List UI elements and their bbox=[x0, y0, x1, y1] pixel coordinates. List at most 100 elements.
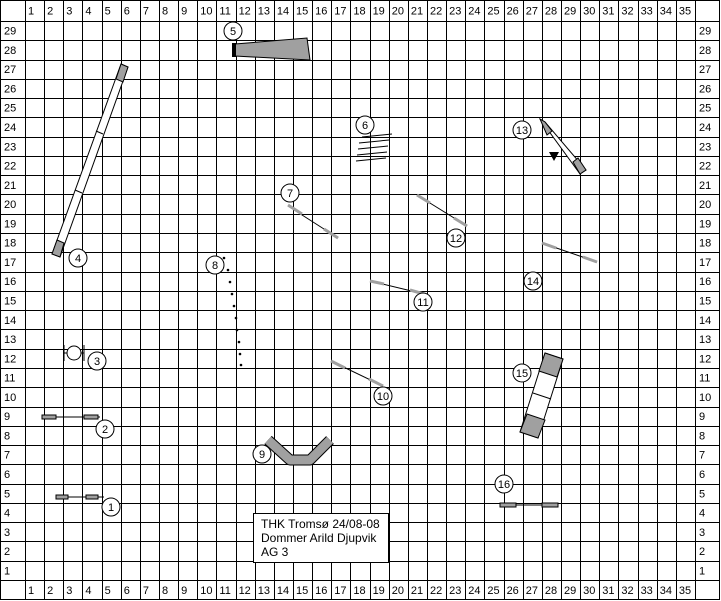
row-label-left: 28 bbox=[4, 45, 16, 57]
column-label-top: 4 bbox=[85, 6, 91, 18]
column-label-top: 25 bbox=[487, 6, 499, 18]
column-label-top: 11 bbox=[219, 6, 230, 18]
column-label-top: 23 bbox=[449, 6, 461, 18]
column-label-top: 27 bbox=[526, 6, 538, 18]
column-label-bottom: 27 bbox=[526, 585, 538, 597]
long-jump-15 bbox=[519, 352, 564, 439]
column-label-bottom: 6 bbox=[124, 585, 130, 597]
info-class: AG 3 bbox=[261, 545, 289, 559]
label-circle bbox=[512, 120, 532, 140]
row-label-left: 6 bbox=[4, 469, 10, 481]
column-label-top: 1 bbox=[28, 6, 34, 18]
column-label-bottom: 14 bbox=[277, 585, 289, 597]
jump-14 bbox=[541, 241, 598, 264]
label-circle bbox=[523, 271, 543, 291]
column-label-top: 28 bbox=[545, 6, 557, 18]
seesaw-13 bbox=[538, 117, 587, 175]
row-label-right: 14 bbox=[699, 315, 711, 327]
row-label-left: 18 bbox=[4, 238, 16, 250]
obstacle-label-9: 9 bbox=[252, 444, 272, 464]
column-label-bottom: 4 bbox=[85, 585, 91, 597]
label-circle bbox=[252, 444, 272, 464]
obstacle-label-3: 3 bbox=[87, 351, 107, 371]
label-circle bbox=[280, 183, 300, 203]
row-label-right: 4 bbox=[699, 508, 705, 520]
column-label-bottom: 26 bbox=[507, 585, 519, 597]
column-label-top: 8 bbox=[162, 6, 168, 18]
row-label-left: 7 bbox=[4, 450, 10, 462]
obstacle-label-1: 1 bbox=[101, 497, 121, 517]
label-number: 10 bbox=[377, 391, 389, 403]
column-label-bottom: 24 bbox=[468, 585, 480, 597]
row-label-left: 15 bbox=[4, 296, 16, 308]
row-label-right: 20 bbox=[699, 199, 711, 211]
obstacle-label-8: 8 bbox=[205, 255, 225, 275]
column-label-top: 17 bbox=[334, 6, 346, 18]
tunnel-5 bbox=[232, 37, 311, 61]
column-label-top: 34 bbox=[660, 6, 672, 18]
row-label-right: 26 bbox=[699, 83, 711, 95]
label-circle bbox=[95, 419, 115, 439]
obstacle-label-11: 11 bbox=[413, 292, 433, 312]
jump-7 bbox=[287, 203, 339, 240]
label-number: 15 bbox=[516, 368, 528, 380]
row-label-right: 12 bbox=[699, 353, 711, 365]
course-info-box: THK Tromsø 24/08-08 Dommer Arild Djupvik… bbox=[253, 513, 389, 563]
tire-3 bbox=[63, 345, 85, 361]
column-label-top: 31 bbox=[602, 6, 614, 18]
column-label-top: 5 bbox=[105, 6, 111, 18]
row-label-left: 16 bbox=[4, 276, 16, 288]
row-label-left: 5 bbox=[4, 488, 10, 500]
column-label-bottom: 31 bbox=[602, 585, 614, 597]
row-label-left: 26 bbox=[4, 83, 16, 95]
row-label-right: 5 bbox=[699, 488, 705, 500]
column-label-top: 16 bbox=[315, 6, 327, 18]
jump-12 bbox=[416, 193, 468, 228]
column-label-bottom: 7 bbox=[143, 585, 149, 597]
column-label-bottom: 19 bbox=[373, 585, 385, 597]
column-label-bottom: 9 bbox=[181, 585, 187, 597]
column-label-top: 13 bbox=[258, 6, 270, 18]
obstacle-label-16: 16 bbox=[494, 474, 514, 494]
column-label-bottom: 5 bbox=[105, 585, 111, 597]
row-label-left: 12 bbox=[4, 353, 16, 365]
row-label-right: 22 bbox=[699, 161, 711, 173]
info-club-date: THK Tromsø 24/08-08 bbox=[261, 517, 380, 531]
obstacle-label-10: 10 bbox=[373, 386, 393, 406]
column-label-bottom: 29 bbox=[564, 585, 576, 597]
column-label-top: 18 bbox=[353, 6, 365, 18]
weave-poles-6 bbox=[355, 133, 393, 162]
row-label-right: 21 bbox=[699, 180, 711, 192]
row-label-right: 16 bbox=[699, 276, 711, 288]
column-label-bottom: 1 bbox=[28, 585, 34, 597]
label-circle bbox=[446, 228, 466, 248]
column-label-bottom: 34 bbox=[660, 585, 672, 597]
column-label-bottom: 35 bbox=[679, 585, 691, 597]
row-label-right: 2 bbox=[699, 546, 705, 558]
column-label-bottom: 15 bbox=[296, 585, 308, 597]
row-label-right: 8 bbox=[699, 430, 705, 442]
jump-10 bbox=[330, 359, 384, 388]
column-label-top: 20 bbox=[392, 6, 404, 18]
row-label-right: 18 bbox=[699, 238, 711, 250]
label-circle bbox=[355, 115, 375, 135]
label-circle bbox=[512, 363, 532, 383]
row-label-left: 17 bbox=[4, 257, 16, 269]
obstacle-label-15: 15 bbox=[512, 363, 532, 383]
row-label-right: 19 bbox=[699, 218, 711, 230]
jump-1 bbox=[55, 494, 104, 500]
column-label-bottom: 8 bbox=[162, 585, 168, 597]
label-number: 4 bbox=[75, 253, 81, 265]
jump-2 bbox=[41, 414, 100, 420]
row-label-right: 29 bbox=[699, 26, 711, 38]
obstacle-label-7: 7 bbox=[280, 183, 300, 203]
obstacle-label-13: 13 bbox=[512, 120, 532, 140]
row-label-left: 4 bbox=[4, 508, 10, 520]
label-circle bbox=[101, 497, 121, 517]
obstacle-label-4: 4 bbox=[68, 248, 88, 268]
column-label-bottom: 20 bbox=[392, 585, 404, 597]
column-label-bottom: 25 bbox=[487, 585, 499, 597]
row-label-right: 3 bbox=[699, 527, 705, 539]
column-label-bottom: 22 bbox=[430, 585, 442, 597]
label-number: 16 bbox=[498, 479, 510, 491]
